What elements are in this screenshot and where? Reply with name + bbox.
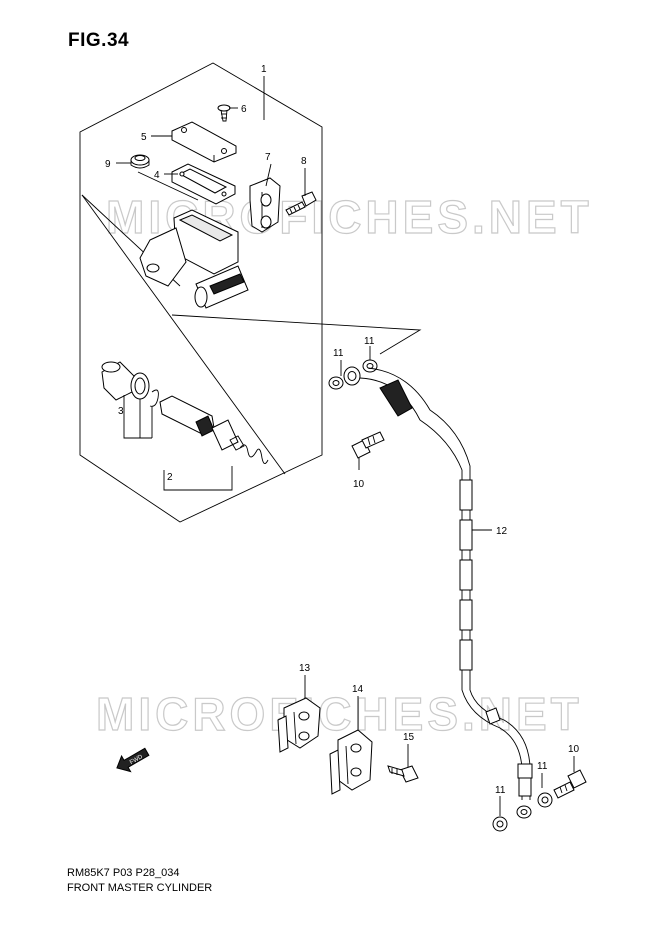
callout-7: 7 <box>265 152 271 163</box>
callout-9: 9 <box>105 159 111 170</box>
callout-4: 4 <box>154 170 160 181</box>
callout-11d: 11 <box>537 761 548 772</box>
screw-6[interactable] <box>217 104 231 122</box>
callout-11a: 11 <box>333 348 344 359</box>
callout-2: 2 <box>167 472 173 483</box>
washer-11-a[interactable] <box>328 376 344 390</box>
bracket-13[interactable] <box>277 697 321 753</box>
callout-12: 12 <box>496 526 508 537</box>
bolt-8[interactable] <box>285 191 317 216</box>
washer-11-d[interactable] <box>537 792 553 808</box>
figure-title: FIG.34 <box>68 30 130 51</box>
cap-seal-9[interactable] <box>130 154 150 169</box>
washer-11-b[interactable] <box>362 359 378 373</box>
callouts: 1 2 3 4 5 6 7 8 9 10 10 11 11 11 11 12 1… <box>105 64 580 796</box>
washer-11-c[interactable] <box>492 816 508 832</box>
callout-11c: 11 <box>495 785 506 796</box>
callout-6: 6 <box>241 104 247 115</box>
callout-8: 8 <box>301 156 307 167</box>
piston-assembly-2[interactable] <box>159 395 269 464</box>
master-cylinder-body[interactable] <box>139 209 249 309</box>
section-name: FRONT MASTER CYLINDER <box>67 882 213 894</box>
diaphragm-4[interactable] <box>171 163 236 205</box>
bracket-14[interactable] <box>329 729 373 795</box>
assembly-frame <box>79 62 422 523</box>
clamp-holder-7[interactable] <box>249 177 281 233</box>
fwd-arrow-icon: FWD <box>116 747 150 773</box>
callout-3: 3 <box>118 406 124 417</box>
bolt-10-a[interactable] <box>351 431 385 459</box>
callout-1: 1 <box>261 64 267 75</box>
callout-14: 14 <box>352 684 364 695</box>
callout-13: 13 <box>299 663 311 674</box>
callout-10b: 10 <box>568 744 580 755</box>
banjo-fitting-top[interactable] <box>343 366 361 386</box>
boot-3[interactable] <box>101 361 159 407</box>
callout-10a: 10 <box>353 479 365 490</box>
callout-11b: 11 <box>364 336 375 347</box>
callout-15: 15 <box>403 732 415 743</box>
bolt-15[interactable] <box>387 765 419 783</box>
model-code: RM85K7 P03 P28_034 <box>67 867 180 879</box>
brake-hose-12[interactable] <box>359 367 533 819</box>
callout-5: 5 <box>141 132 147 143</box>
reservoir-cap-5[interactable] <box>171 121 237 163</box>
leader-lines <box>116 76 575 816</box>
bolt-10-b[interactable] <box>553 769 587 799</box>
